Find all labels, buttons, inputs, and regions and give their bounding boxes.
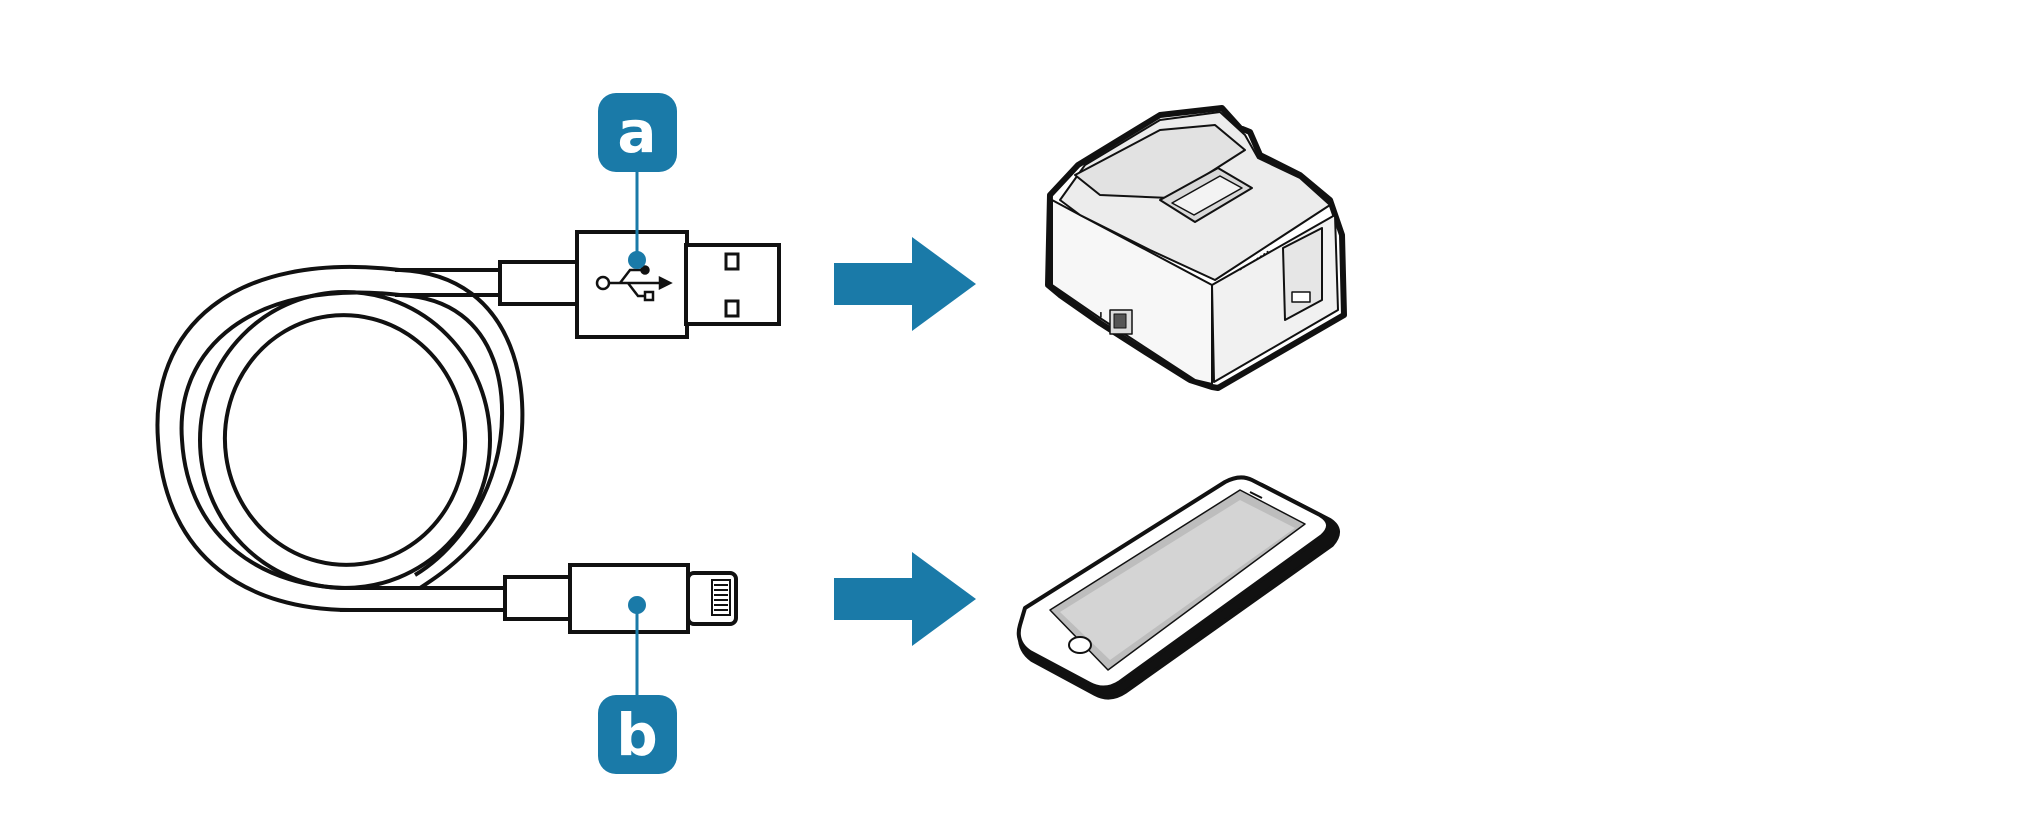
lightning-strain-relief	[503, 575, 573, 621]
phone-icon	[1016, 475, 1340, 700]
usb-a-strain-relief	[498, 260, 580, 306]
callout-a: a	[598, 93, 677, 269]
usb-a-housing	[575, 230, 689, 339]
lightning-connector	[503, 563, 738, 634]
printer-icon: I	[1045, 105, 1347, 391]
usb-a-connector	[498, 230, 781, 339]
cable-coil	[155, 264, 525, 612]
callout-b: b	[598, 596, 677, 774]
callout-b-label: b	[616, 701, 658, 769]
lightning-pins	[711, 579, 731, 616]
callout-a-label: a	[617, 98, 656, 166]
usb-a-contact-hole	[724, 252, 740, 271]
printer-switch-mark: I	[1100, 312, 1102, 319]
callout-b-badge	[598, 695, 677, 774]
callout-b-dot	[628, 596, 646, 614]
callout-a-dot	[628, 251, 646, 269]
callout-a-badge	[598, 93, 677, 172]
arrow-right-icon	[834, 237, 976, 331]
arrow-right-icon	[834, 552, 976, 646]
usb-a-contact-hole	[724, 299, 740, 318]
lightning-housing	[568, 563, 690, 634]
usb-icon	[595, 265, 673, 302]
